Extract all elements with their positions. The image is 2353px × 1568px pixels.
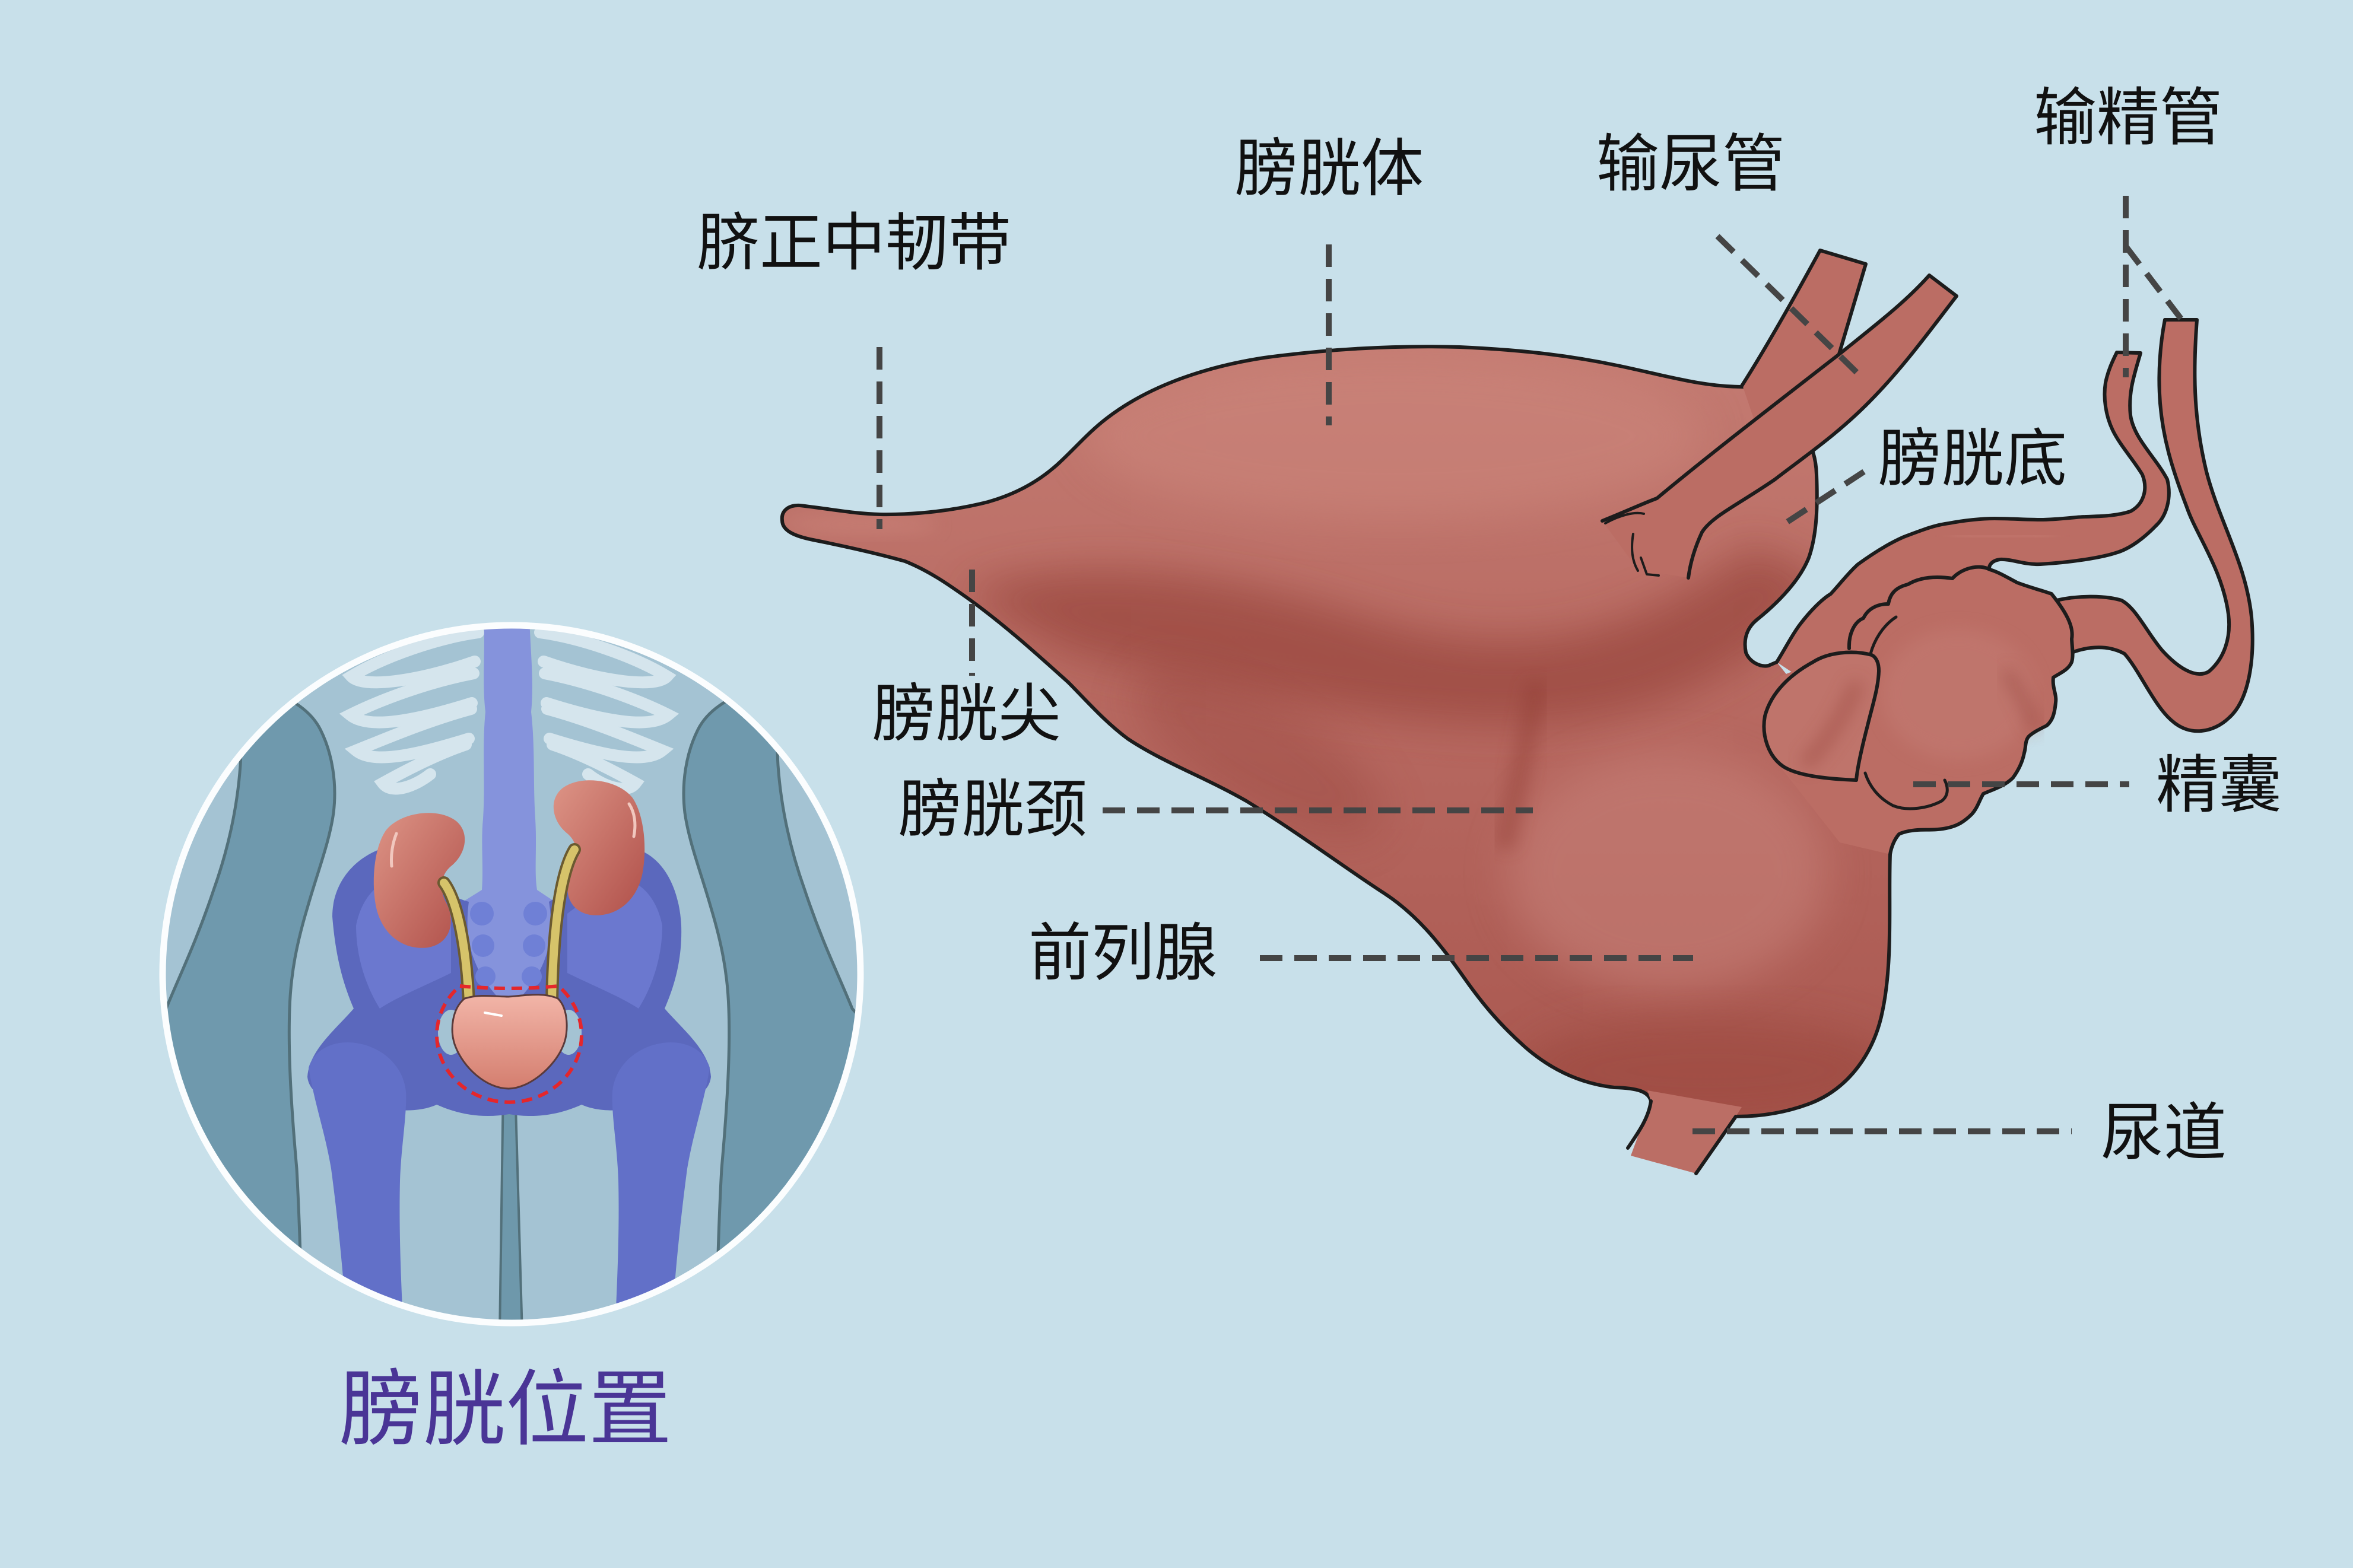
right-kidney — [553, 780, 645, 915]
label-seminal-vesicle: 精囊 — [2156, 749, 2282, 822]
label-ureter: 输尿管 — [1596, 128, 1785, 201]
inset-bladder-highlight — [484, 1012, 503, 1017]
ureter-right-tube — [1601, 273, 1958, 580]
inset-bladder — [451, 994, 568, 1090]
bladder-position-inset — [159, 622, 864, 1327]
label-median-umbilical-ligament: 脐正中韧带 — [697, 206, 1011, 279]
label-vas-deferens: 输精管 — [2034, 81, 2222, 154]
leader-lines — [877, 196, 2183, 1134]
ureter-left-tube — [1739, 249, 1868, 427]
leader-vas-deferens-diagonal — [2123, 244, 2183, 321]
urethra — [1626, 1090, 1742, 1175]
bladder-highlight-ring — [435, 984, 583, 1104]
right-femur — [612, 1042, 710, 1321]
sacral-foramina — [470, 902, 547, 987]
label-prostate: 前列腺 — [1028, 917, 1217, 990]
ribcage — [339, 628, 679, 795]
inset-caption: 膀胱位置 — [339, 1362, 672, 1458]
inset-ureters — [437, 843, 581, 1009]
vas-deferens-right-tube — [2047, 318, 2254, 733]
inset-border — [159, 622, 864, 1327]
left-femur — [309, 1042, 407, 1321]
bladder-shading — [783, 353, 1890, 1117]
label-bladder-neck: 膀胱颈 — [898, 773, 1087, 846]
label-bladder-fundus: 膀胱底 — [1878, 422, 2067, 495]
bladder-illustration — [780, 249, 2254, 1175]
left-kidney — [373, 813, 465, 948]
vas-deferens-left-tube — [1775, 351, 2171, 688]
leader-bladder-fundus — [1776, 469, 1866, 531]
seminal-vesicle-lobe — [1762, 650, 1881, 782]
kidney-highlights — [390, 802, 637, 868]
label-bladder-body: 膀胱体 — [1235, 132, 1424, 205]
label-urethra: 尿道 — [2101, 1096, 2227, 1169]
bladder-outline — [780, 345, 1892, 1118]
label-bladder-apex: 膀胱尖 — [872, 678, 1061, 750]
